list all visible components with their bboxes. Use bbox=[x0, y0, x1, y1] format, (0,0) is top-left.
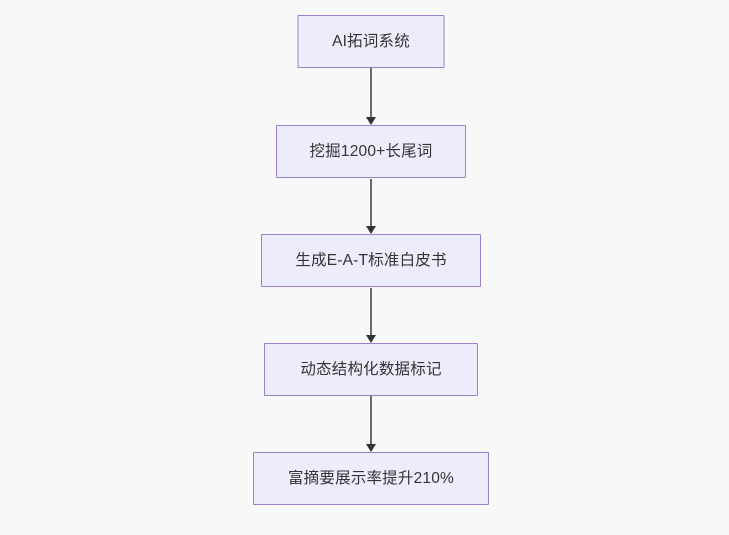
arrowhead-down-icon bbox=[366, 117, 376, 125]
arrowhead-down-icon bbox=[366, 226, 376, 234]
edge-line-icon bbox=[370, 396, 372, 445]
flow-node-n2[interactable]: 挖掘1200+长尾词 bbox=[276, 125, 466, 178]
edge-line-icon bbox=[370, 68, 372, 118]
flow-edge-n4-to-n5 bbox=[364, 396, 378, 452]
flow-edge-n3-to-n4 bbox=[364, 288, 378, 343]
flow-edge-n1-to-n2 bbox=[364, 68, 378, 125]
flow-node-n1[interactable]: AI拓词系统 bbox=[297, 15, 445, 68]
edge-line-icon bbox=[370, 288, 372, 336]
flow-node-label: AI拓词系统 bbox=[332, 32, 410, 50]
flow-node-label: 动态结构化数据标记 bbox=[300, 360, 442, 378]
arrowhead-down-icon bbox=[366, 444, 376, 452]
flow-node-label: 挖掘1200+长尾词 bbox=[309, 142, 433, 160]
flow-edge-n2-to-n3 bbox=[364, 179, 378, 234]
arrowhead-down-icon bbox=[366, 335, 376, 343]
edge-line-icon bbox=[370, 179, 372, 227]
flow-node-n4[interactable]: 动态结构化数据标记 bbox=[264, 343, 478, 396]
flow-node-n3[interactable]: 生成E-A-T标准白皮书 bbox=[261, 234, 481, 287]
flow-node-n5[interactable]: 富摘要展示率提升210% bbox=[253, 452, 489, 505]
flow-node-label: 生成E-A-T标准白皮书 bbox=[295, 251, 447, 269]
flow-node-label: 富摘要展示率提升210% bbox=[287, 469, 455, 487]
